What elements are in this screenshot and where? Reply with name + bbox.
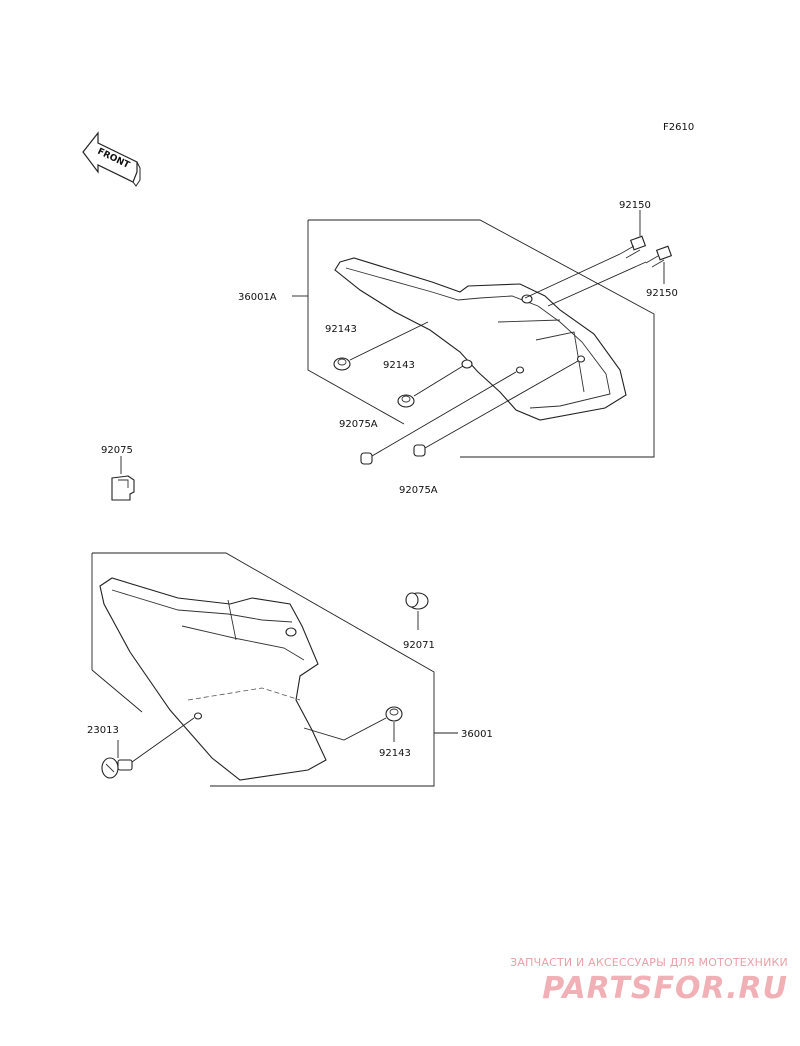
- collar-92075A-left: [360, 371, 517, 465]
- label-92071: 92071: [403, 640, 435, 651]
- frame-36001A: [292, 219, 655, 458]
- label-92150-right: 92150: [646, 288, 678, 299]
- label-92075: 92075: [101, 445, 133, 456]
- label-92143-c: 92143: [379, 748, 411, 759]
- figure-code: F2610: [663, 122, 694, 133]
- side-cover-upper: [334, 257, 627, 421]
- label-23013: 23013: [87, 725, 119, 736]
- label-36001: 36001: [461, 729, 493, 740]
- watermark-logo: PARTSFOR.RU: [542, 971, 788, 1006]
- label-92143-b: 92143: [383, 360, 415, 371]
- label-92150-top: 92150: [619, 200, 651, 211]
- collar-92075A-bottom: [413, 360, 579, 457]
- label-92075A-bottom: 92075A: [399, 485, 438, 496]
- grommet-92143-b: [397, 365, 464, 408]
- fastener-23013: [101, 717, 195, 779]
- label-92143-a: 92143: [325, 324, 357, 335]
- bolt-92150-top: [619, 210, 647, 259]
- front-arrow-icon: FRONT: [82, 131, 141, 187]
- side-cover-lower: [99, 577, 327, 781]
- grommet-92071: [405, 592, 429, 630]
- watermark-tagline: ЗАПЧАСТИ И АКСЕССУАРЫ ДЛЯ МОТОТЕХНИКИ: [510, 956, 788, 969]
- label-92075A-left: 92075A: [339, 419, 378, 430]
- grommet-92143-a: [333, 321, 429, 371]
- frame-36001: [91, 552, 458, 787]
- clip-92075: [111, 456, 135, 501]
- bolt-92150-right: [645, 245, 673, 284]
- label-36001A: 36001A: [238, 292, 277, 303]
- watermark: ЗАПЧАСТИ И АКСЕССУАРЫ ДЛЯ МОТОТЕХНИКИ PA…: [510, 956, 788, 1006]
- grommet-92143-c: [303, 706, 403, 742]
